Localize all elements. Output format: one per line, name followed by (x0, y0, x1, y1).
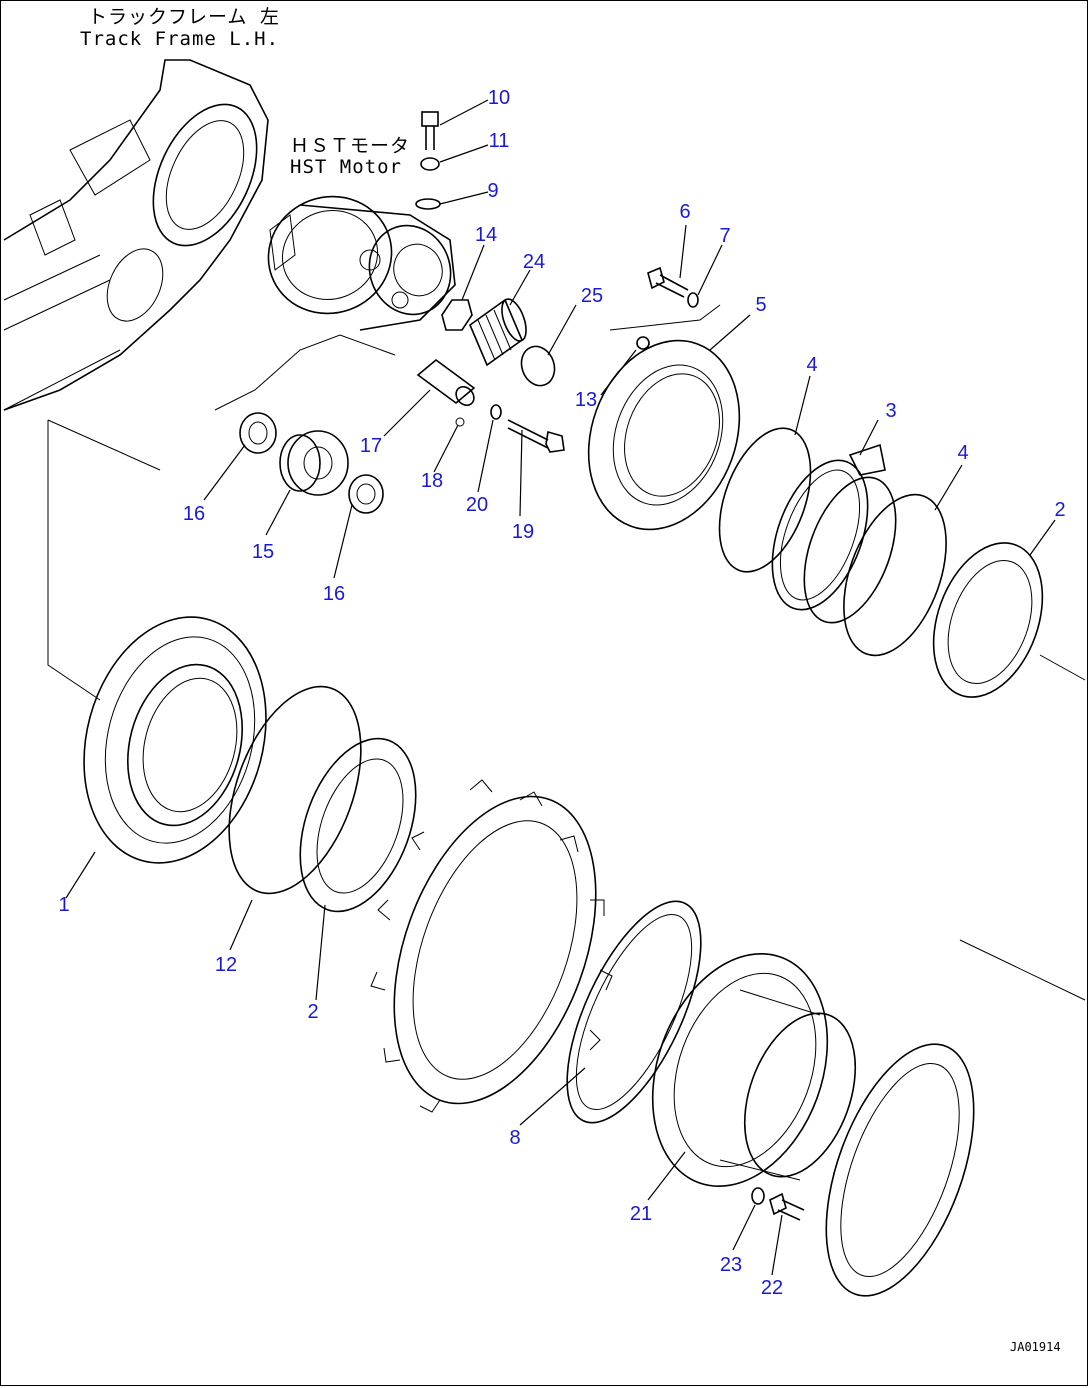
bearing-set-drawing (239, 412, 384, 514)
callout-9[interactable]: 9 (487, 180, 499, 202)
callout-6[interactable]: 6 (679, 201, 691, 223)
callout-10[interactable]: 10 (487, 87, 511, 109)
cover-plate-drawing (587, 339, 741, 531)
callout-3[interactable]: 3 (885, 400, 897, 422)
bearing-ring-drawing (566, 900, 702, 1124)
coupling-drawing (441, 298, 556, 387)
center-lines (47, 304, 1086, 1001)
sprocket-drawing (370, 779, 613, 1113)
bolt-stack-drawing (415, 111, 441, 210)
leader-lines (65, 99, 1056, 1276)
hardware-drawing (636, 266, 699, 350)
callout-22[interactable]: 22 (760, 1277, 784, 1299)
drum-hardware-drawing (751, 1043, 975, 1297)
callout-23[interactable]: 23 (719, 1254, 743, 1276)
callout-21[interactable]: 21 (629, 1203, 653, 1225)
callout-16[interactable]: 16 (322, 583, 346, 605)
callout-25[interactable]: 25 (580, 285, 604, 307)
track-frame-drawing (3, 59, 269, 411)
callout-7[interactable]: 7 (719, 225, 731, 247)
callout-15[interactable]: 15 (251, 541, 275, 563)
callout-24[interactable]: 24 (522, 251, 546, 273)
seal-group-drawing (718, 427, 1044, 698)
hst-motor-caption-en: HST Motor (290, 156, 402, 178)
callout-1[interactable]: 1 (58, 894, 70, 916)
callout-17[interactable]: 17 (359, 435, 383, 457)
track-frame-caption-en: Track Frame L.H. (80, 28, 280, 50)
callout-11[interactable]: 11 (488, 130, 510, 152)
callout-19[interactable]: 19 (511, 521, 535, 543)
track-frame-caption-jp: トラックフレーム 左 (88, 6, 280, 28)
hst-motor-caption-jp: ＨＳＴモータ (290, 135, 411, 157)
callout-13[interactable]: 13 (574, 389, 598, 411)
drum-drawing (651, 953, 857, 1187)
callout-18[interactable]: 18 (420, 470, 444, 492)
callout-14[interactable]: 14 (474, 224, 498, 246)
callout-5[interactable]: 5 (755, 294, 767, 316)
callout-4[interactable]: 4 (806, 354, 818, 376)
drawing-code: JA01914 (1010, 1340, 1061, 1354)
callout-2[interactable]: 2 (307, 1001, 319, 1023)
callout-12[interactable]: 12 (214, 954, 238, 976)
callout-8[interactable]: 8 (509, 1127, 521, 1149)
hst-motor-drawing (267, 195, 456, 331)
callout-20[interactable]: 20 (465, 494, 489, 516)
callout-16[interactable]: 16 (182, 503, 206, 525)
pin-and-bolt-drawing (416, 358, 565, 453)
callout-4[interactable]: 4 (957, 442, 969, 464)
hub-assembly-drawing (83, 616, 417, 913)
callout-2[interactable]: 2 (1054, 499, 1066, 521)
